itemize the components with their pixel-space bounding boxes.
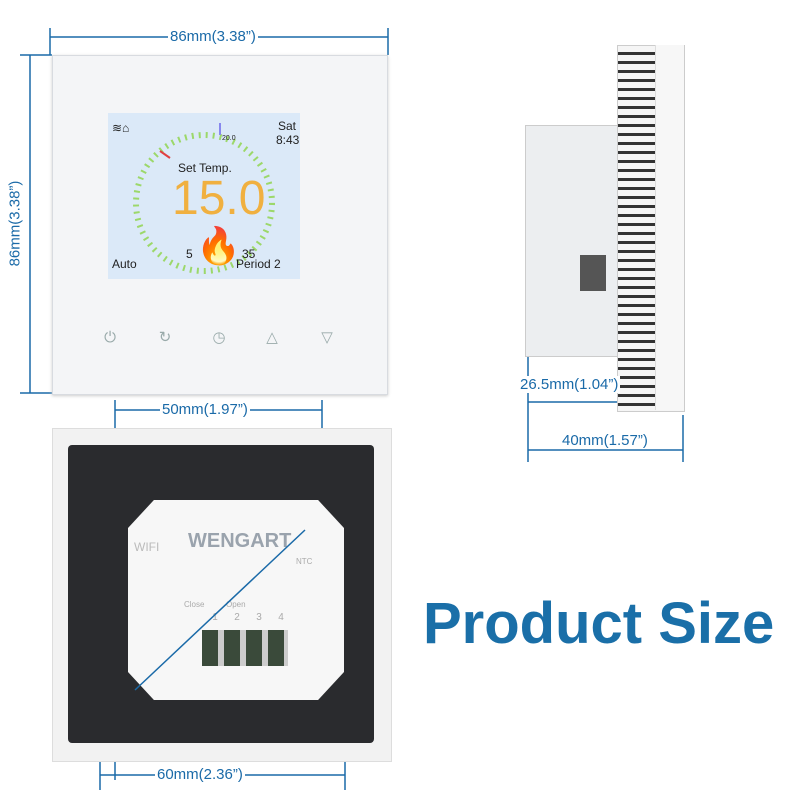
ntc-label: NTC xyxy=(296,557,313,566)
side-glass xyxy=(655,45,684,410)
terminal-1: 1 xyxy=(212,612,218,623)
side-terminal xyxy=(580,255,606,291)
terminal-4: 4 xyxy=(278,612,284,623)
wifi-label: WIFI xyxy=(134,540,160,554)
set-temp-value: 15.0 xyxy=(172,172,266,225)
min-label: 5 xyxy=(186,247,193,261)
front-width-label: 86mm(3.38”) xyxy=(168,28,258,45)
side-total-label: 40mm(1.57”) xyxy=(560,432,650,449)
max-label: 35 xyxy=(242,247,256,261)
back-inner-label: 50mm(1.97”) xyxy=(160,401,250,418)
close-label: Close xyxy=(184,600,205,609)
time-label: 8:43 xyxy=(276,133,300,147)
back-module: WENGART WIFI Close Open NTC 1 2 3 4 xyxy=(128,500,344,700)
display-screen: ≋⌂ 20.0 Sat 8:43 Set Temp. 15.0 🔥 5 35 A… xyxy=(108,113,300,279)
product-size-title: Product Size xyxy=(423,591,775,656)
marker-label: 20.0 xyxy=(222,135,236,142)
day-label: Sat xyxy=(277,119,296,133)
side-base-label: 26.5mm(1.04”) xyxy=(518,376,621,393)
set-temp-label: Set Temp. xyxy=(178,161,232,175)
clock-button[interactable]: ◷ xyxy=(212,329,226,346)
flame-icon: 🔥 xyxy=(196,225,241,266)
up-button[interactable]: △ xyxy=(266,329,278,346)
down-button[interactable]: ▽ xyxy=(321,329,333,346)
wifi-icon: ≋⌂ xyxy=(112,121,130,135)
terminal-2: 2 xyxy=(234,612,240,623)
mode-label: Auto xyxy=(112,257,137,271)
open-label: Open xyxy=(226,600,246,609)
mode-button[interactable]: ↻ xyxy=(158,329,172,346)
side-base xyxy=(525,125,619,357)
back-outer-label: 60mm(2.36”) xyxy=(155,766,245,783)
period-label: Period 2 xyxy=(236,257,281,271)
terminal-block xyxy=(202,630,288,666)
front-height-label: 86mm(3.38”) xyxy=(6,178,24,269)
power-button[interactable]: ⏻ xyxy=(104,329,116,346)
terminal-3: 3 xyxy=(256,612,262,623)
temperature-dial xyxy=(133,123,275,274)
brand-logo: WENGART xyxy=(188,530,292,552)
